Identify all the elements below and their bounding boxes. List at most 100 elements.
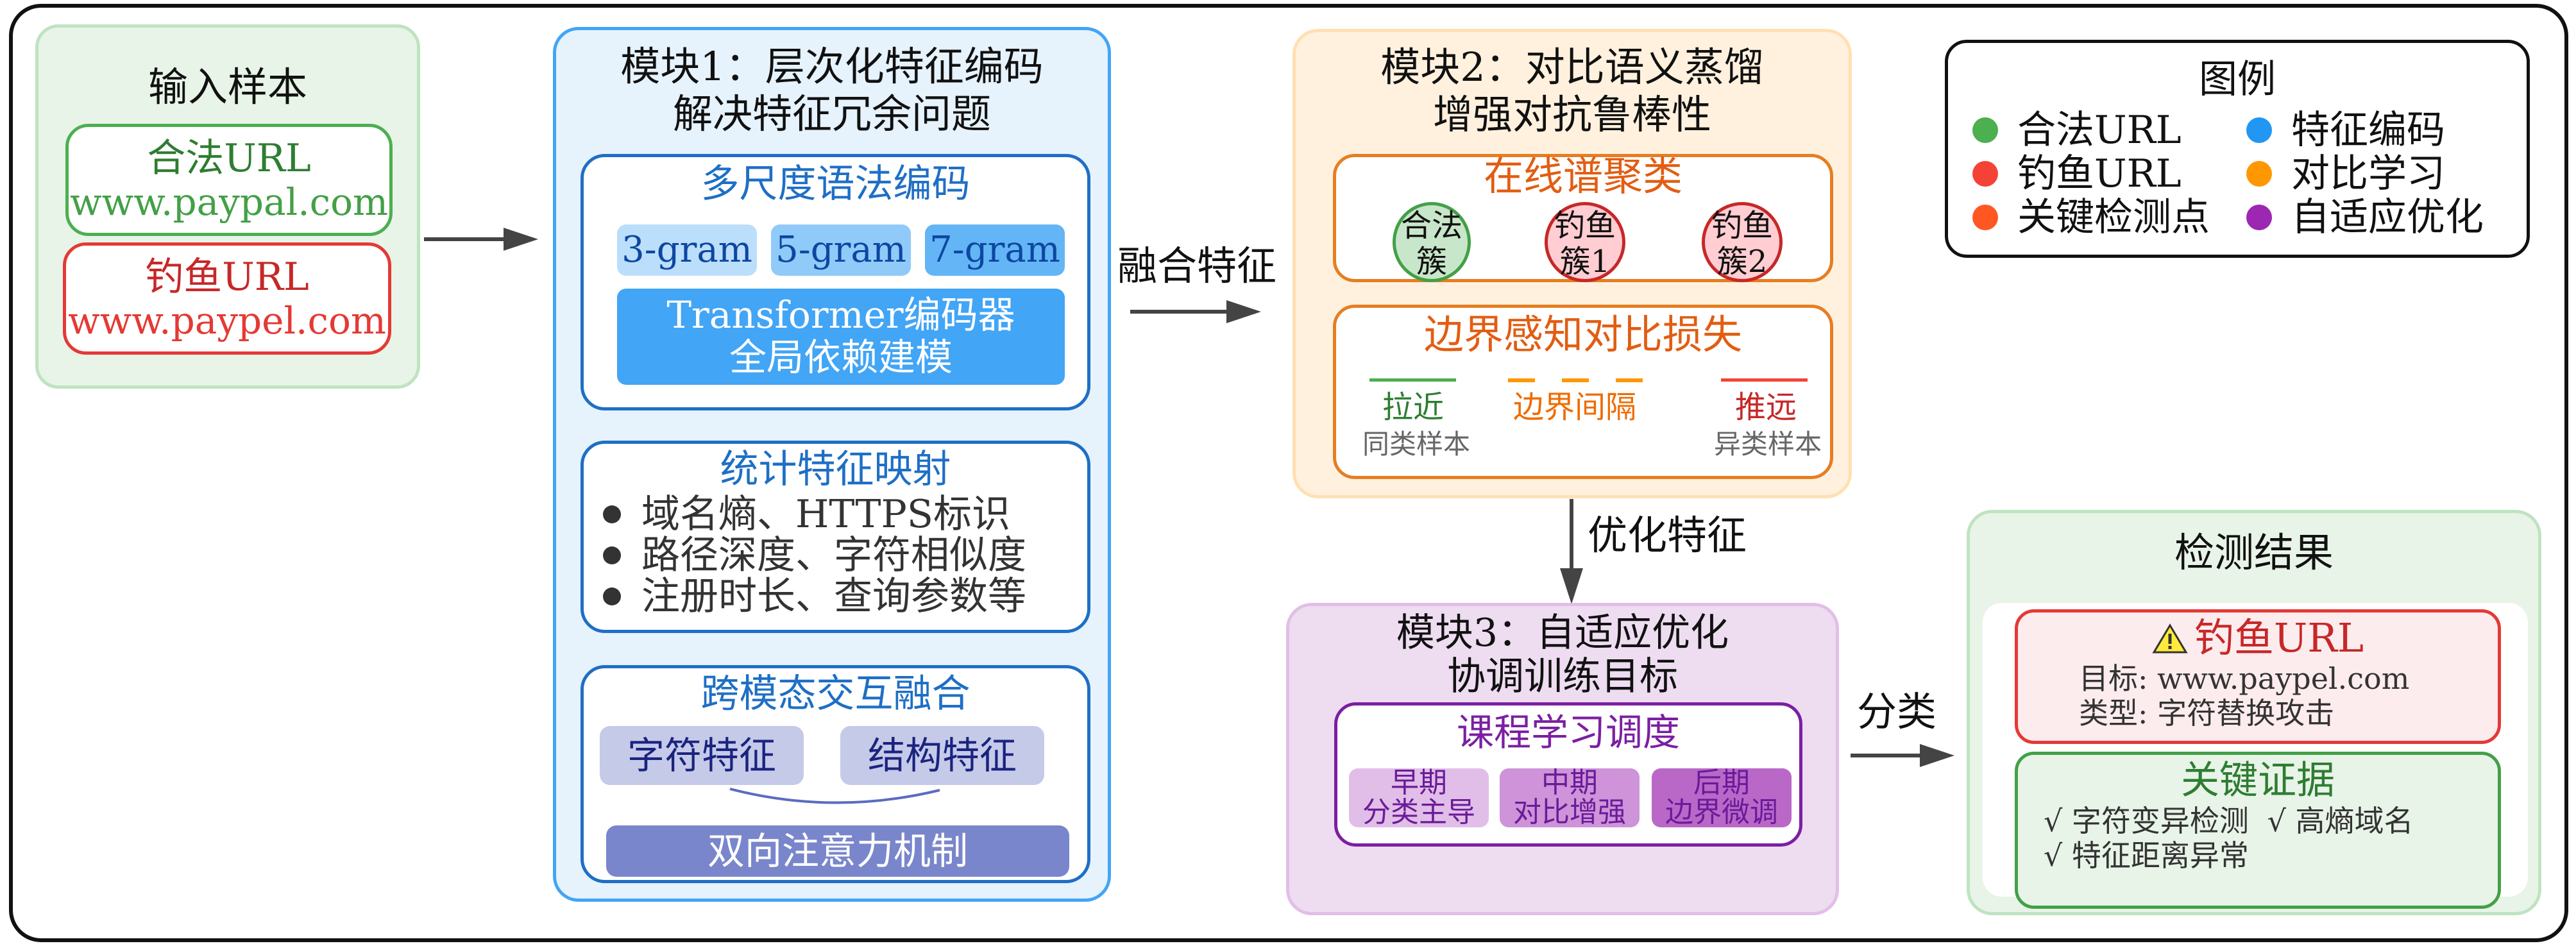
input-title: 输入样本 — [148, 63, 307, 110]
syntax-encoding-title: 多尺度语法编码 — [700, 162, 970, 207]
evidence-title: 关键证据 — [2181, 758, 2335, 803]
bullet-icon — [603, 587, 621, 605]
module2-title: 模块2：对比语义蒸馏 增强对抗鲁棒性 — [1296, 44, 1849, 139]
curriculum-title: 课程学习调度 — [1456, 711, 1680, 754]
green-dot-icon — [1972, 117, 1998, 143]
deep-orange-dot-icon — [1972, 205, 1998, 230]
margin-label: 边界间隔 — [1513, 389, 1636, 425]
phish-url-box: 钓鱼URL www.paypel.com — [63, 242, 391, 355]
margin-dashed-line — [1508, 378, 1648, 382]
phish-url-value: www.paypel.com — [68, 299, 386, 342]
contrastive-loss-title: 边界感知对比损失 — [1423, 311, 1742, 358]
module2-title-line2: 增强对抗鲁棒性 — [1432, 91, 1711, 138]
gram-5: 5-gram — [771, 224, 911, 276]
transformer-line2: 全局依赖建模 — [729, 335, 953, 379]
push-sub-label: 异类样本 — [1713, 428, 1822, 460]
legend-item-contrastive: 对比学习 — [2246, 152, 2445, 196]
phish-url-label: 钓鱼URL — [145, 255, 309, 300]
push-line — [1721, 378, 1808, 382]
module3-title-line1: 模块3：自适应优化 — [1396, 611, 1729, 655]
stat-bullet: 路径深度、字符相似度 — [603, 535, 1026, 576]
stage-middle: 中期 对比增强 — [1500, 768, 1640, 827]
verdict-row: 钓鱼URL — [2018, 615, 2498, 661]
phish-verdict-box: 钓鱼URL 目标: www.paypel.com 类型: 字符替换攻击 — [2015, 609, 2501, 744]
legit-url-value: www.paypal.com — [69, 180, 389, 224]
bullet-icon — [603, 505, 621, 523]
evidence-item: √ 特征距离异常 — [2044, 838, 2249, 873]
transformer-line1: Transformer编码器 — [666, 293, 1015, 337]
stage-early: 早期 分类主导 — [1349, 768, 1489, 827]
warning-icon — [2152, 623, 2188, 654]
contrastive-loss-box: 边界感知对比损失 拉近 同类样本 边界间隔 推远 异类样本 — [1333, 305, 1833, 479]
module3-to-result-arrow — [1851, 744, 1954, 767]
statistical-features-box: 统计特征映射 域名熵、HTTPS标识 路径深度、字符相似度 注册时长、查询参数等 — [580, 441, 1090, 633]
module2-panel: 模块2：对比语义蒸馏 增强对抗鲁棒性 在线谱聚类 合法簇 钓鱼簇1 钓鱼簇2 边… — [1292, 29, 1852, 498]
syntax-encoding-box: 多尺度语法编码 3-gram 5-gram 7-gram Transformer… — [580, 154, 1090, 410]
classify-label: 分类 — [1857, 688, 1937, 735]
verdict-type: 类型: 字符替换攻击 — [2079, 696, 2335, 731]
key-evidence-box: 关键证据 √ 字符变异检测 √ 高熵域名 √ 特征距离异常 — [2015, 752, 2501, 909]
evidence-item: √ 字符变异检测 — [2044, 804, 2249, 838]
module1-panel: 模块1：层次化特征编码 解决特征冗余问题 多尺度语法编码 3-gram 5-gr… — [553, 27, 1111, 902]
optimize-features-label: 优化特征 — [1588, 512, 1747, 559]
spectral-clustering-title: 在线谱聚类 — [1483, 153, 1682, 199]
evidence-item: √ 高熵域名 — [2267, 804, 2414, 838]
legit-url-box: 合法URL www.paypal.com — [65, 124, 393, 236]
legend-item-key-point: 关键检测点 — [1972, 196, 2210, 239]
module3-title: 模块3：自适应优化 协调训练目标 — [1289, 611, 1836, 698]
stage-late: 后期 边界微调 — [1652, 768, 1792, 827]
gram-7: 7-gram — [925, 224, 1065, 276]
char-feature-chip: 字符特征 — [600, 726, 804, 785]
result-title: 检测结果 — [2174, 529, 2334, 576]
cluster-phish-2: 钓鱼簇2 — [1702, 202, 1783, 282]
module3-panel: 模块3：自适应优化 协调训练目标 课程学习调度 早期 分类主导 中期 对比增强 … — [1286, 603, 1839, 915]
transformer-encoder-block: Transformer编码器 全局依赖建模 — [617, 289, 1065, 385]
evidence-row-1: √ 字符变异检测 √ 高熵域名 — [2018, 804, 2498, 838]
pull-sub-label: 同类样本 — [1362, 428, 1470, 460]
purple-dot-icon — [2246, 205, 2272, 230]
legend-title: 图例 — [2199, 57, 2276, 102]
blue-dot-icon — [2246, 117, 2272, 143]
verdict-target: 目标: www.paypel.com — [2079, 661, 2410, 696]
module1-title-line2: 解决特征冗余问题 — [672, 90, 991, 137]
struct-feature-chip: 结构特征 — [840, 726, 1044, 785]
module1-title: 模块1：层次化特征编码 解决特征冗余问题 — [556, 43, 1108, 138]
legend-item-adaptive: 自适应优化 — [2246, 196, 2484, 239]
gram-3: 3-gram — [617, 224, 757, 276]
detection-result-panel: 检测结果 钓鱼URL 目标: www.paypel.com 类型: 字符替换攻击… — [1967, 510, 2541, 915]
legend-item-phish-url: 钓鱼URL — [1972, 152, 2182, 196]
pull-label: 拉近 — [1382, 389, 1444, 425]
diagram-frame — [9, 4, 2568, 942]
bidirectional-attention-block: 双向注意力机制 — [606, 825, 1069, 877]
cluster-legit: 合法簇 — [1393, 202, 1471, 282]
bullet-icon — [603, 546, 621, 564]
stat-bullet: 域名熵、HTTPS标识 — [603, 494, 1026, 535]
legit-url-label: 合法URL — [147, 136, 311, 181]
legend-item-feature-encoding: 特征编码 — [2246, 108, 2445, 152]
orange-dot-icon — [2246, 161, 2272, 187]
verdict-label: 钓鱼URL — [2194, 614, 2364, 661]
evidence-row-2: √ 特征距离异常 — [2018, 838, 2498, 873]
module2-to-module3-arrow — [1560, 499, 1583, 604]
statistical-features-list: 域名熵、HTTPS标识 路径深度、字符相似度 注册时长、查询参数等 — [603, 494, 1026, 617]
cross-modal-fusion-title: 跨模态交互融合 — [700, 671, 970, 716]
input-to-module1-arrow — [424, 228, 538, 251]
pull-line — [1369, 378, 1456, 382]
statistical-features-title: 统计特征映射 — [720, 447, 951, 492]
cluster-phish-1: 钓鱼簇1 — [1545, 202, 1625, 282]
legend: 图例 合法URL 特征编码 钓鱼URL 对比学习 关键检测点 自适应优化 — [1945, 40, 2530, 258]
push-label: 推远 — [1734, 389, 1797, 425]
module1-title-line1: 模块1：层次化特征编码 — [620, 43, 1044, 90]
fuse-features-label: 融合特征 — [1117, 242, 1277, 289]
input-samples-panel: 输入样本 合法URL www.paypal.com 钓鱼URL www.payp… — [35, 24, 420, 389]
module2-title-line1: 模块2：对比语义蒸馏 — [1380, 44, 1764, 90]
cross-modal-fusion-box: 跨模态交互融合 字符特征 结构特征 双向注意力机制 — [580, 665, 1090, 883]
red-dot-icon — [1972, 161, 1998, 187]
fusion-connector-curve — [729, 788, 940, 804]
curriculum-box: 课程学习调度 早期 分类主导 中期 对比增强 后期 边界微调 — [1334, 702, 1802, 847]
module1-to-module2-arrow — [1130, 300, 1261, 323]
module3-title-line2: 协调训练目标 — [1447, 654, 1678, 699]
spectral-clustering-box: 在线谱聚类 合法簇 钓鱼簇1 钓鱼簇2 — [1333, 153, 1833, 282]
legend-item-legit-url: 合法URL — [1972, 108, 2182, 152]
stat-bullet: 注册时长、查询参数等 — [603, 576, 1026, 617]
